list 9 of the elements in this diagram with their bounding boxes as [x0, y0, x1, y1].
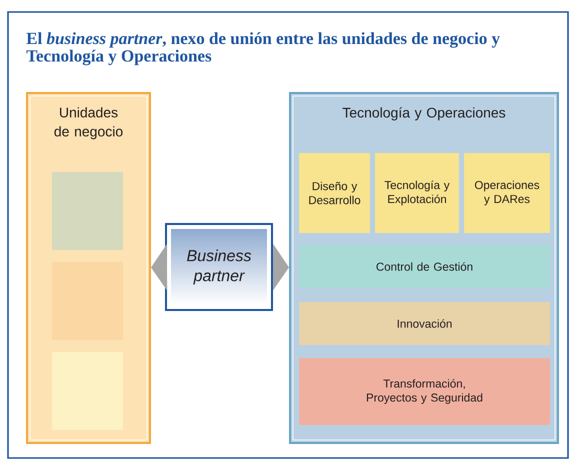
partner-box: Business partner [165, 223, 273, 311]
band-box: Innovación [299, 302, 550, 345]
unit-box: Diseño y Desarrollo [299, 153, 370, 233]
band-box: Transformación, Proyectos y Seguridad [299, 358, 550, 425]
empty-box [52, 172, 123, 250]
band-box: Control de Gestión [299, 245, 550, 288]
unit-box: Tecnología y Explotación [375, 153, 459, 233]
unit-box: Operaciones y DARes [464, 153, 550, 233]
title: El business partner, nexo de unión entre las unidades de negocio y Tecnología y Operaciones [26, 32, 500, 66]
